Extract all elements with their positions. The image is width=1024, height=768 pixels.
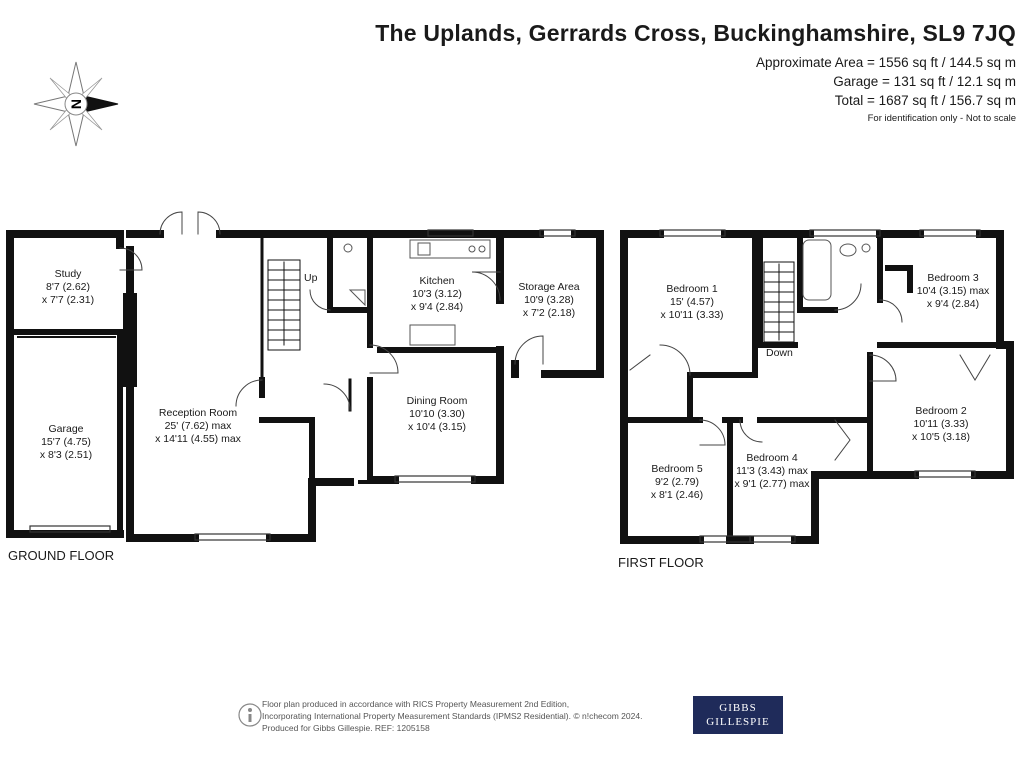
bedroom1-dim2: x 10'11 (3.33) <box>660 309 723 321</box>
study-name: Study <box>55 268 83 280</box>
footer-line2: Incorporating International Property Mea… <box>262 711 643 721</box>
first-floor-plan <box>620 229 1014 544</box>
stairs-up-label: Up <box>304 272 318 284</box>
compass-label: N <box>68 99 84 109</box>
bedroom2-name: Bedroom 2 <box>915 405 967 417</box>
approx-area: Approximate Area = 1556 sq ft / 144.5 sq… <box>755 55 1016 70</box>
stairs-down-label: Down <box>766 347 793 359</box>
bedroom2-dim1: 10'11 (3.33) <box>914 418 969 430</box>
dining-name: Dining Room <box>407 395 468 407</box>
bedroom5-dim2: x 8'1 (2.46) <box>651 489 703 501</box>
kitchen-dim1: 10'3 (3.12) <box>412 288 462 300</box>
reception-dim2: x 14'11 (4.55) max <box>155 433 242 445</box>
kitchen-dim2: x 9'4 (2.84) <box>411 301 463 313</box>
scale-note: For identification only - Not to scale <box>867 113 1016 124</box>
first-floor-labels: Bedroom 1 15' (4.57) x 10'11 (3.33) Bedr… <box>618 272 990 570</box>
compass-icon: N <box>33 61 119 147</box>
study-dim2: x 7'7 (2.31) <box>42 294 94 306</box>
garage-dim2: x 8'3 (2.51) <box>40 449 92 461</box>
garage-name: Garage <box>48 423 83 435</box>
bedroom1-name: Bedroom 1 <box>666 283 718 295</box>
first-floor-label: FIRST FLOOR <box>618 555 704 570</box>
storage-dim1: 10'9 (3.28) <box>524 294 574 306</box>
bedroom5-name: Bedroom 5 <box>651 463 703 475</box>
ground-floor-labels: Study 8'7 (2.62) x 7'7 (2.31) Garage 15'… <box>8 268 580 563</box>
brand-line1: GIBBS <box>719 702 757 714</box>
storage-name: Storage Area <box>518 281 579 293</box>
storage-dim2: x 7'2 (2.18) <box>523 307 575 319</box>
footer-text: Floor plan produced in accordance with R… <box>262 698 642 734</box>
bedroom4-dim1: 11'3 (3.43) max <box>736 465 809 477</box>
ground-floor-plan <box>6 211 604 542</box>
brand-logo: GIBBS GILLESPIE <box>693 696 783 734</box>
info-icon <box>238 703 262 727</box>
bedroom4-name: Bedroom 4 <box>746 452 798 464</box>
total-area: Total = 1687 sq ft / 156.7 sq m <box>834 93 1016 108</box>
bedroom3-dim1: 10'4 (3.15) max <box>917 285 990 297</box>
dining-dim1: 10'10 (3.30) <box>409 408 465 420</box>
page-title: The Uplands, Gerrards Cross, Buckinghams… <box>375 20 1016 46</box>
bedroom5-dim1: 9'2 (2.79) <box>655 476 699 488</box>
footer-line1: Floor plan produced in accordance with R… <box>262 699 570 709</box>
dining-dim2: x 10'4 (3.15) <box>408 421 466 433</box>
ground-floor-label: GROUND FLOOR <box>8 548 114 563</box>
bedroom4-dim2: x 9'1 (2.77) max <box>735 478 811 490</box>
bedroom2-dim2: x 10'5 (3.18) <box>912 431 970 443</box>
brand-line2: GILLESPIE <box>706 716 770 728</box>
reception-name: Reception Room <box>159 407 237 419</box>
bedroom3-name: Bedroom 3 <box>927 272 979 284</box>
bedroom3-dim2: x 9'4 (2.84) <box>927 298 979 310</box>
footer-line3: Produced for Gibbs Gillespie. REF: 12051… <box>262 723 430 733</box>
garage-dim1: 15'7 (4.75) <box>41 436 91 448</box>
bedroom1-dim1: 15' (4.57) <box>670 296 714 308</box>
reception-dim1: 25' (7.62) max <box>165 420 233 432</box>
garage-area: Garage = 131 sq ft / 12.1 sq m <box>833 74 1016 89</box>
study-dim1: 8'7 (2.62) <box>46 281 90 293</box>
kitchen-name: Kitchen <box>419 275 454 287</box>
